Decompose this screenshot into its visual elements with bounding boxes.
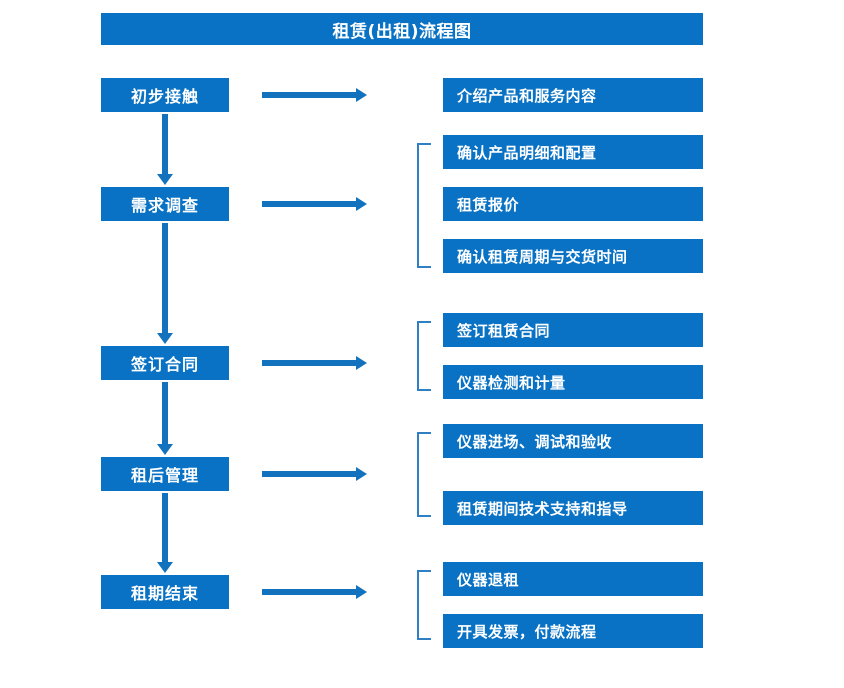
group-bracket-3 [417, 321, 431, 391]
detail-box-5-1[interactable]: 仪器退租 [443, 562, 703, 596]
detail-box-2-3[interactable]: 确认租赁周期与交货时间 [443, 239, 703, 273]
arrow-head [356, 467, 367, 481]
detail-box-4-1[interactable]: 仪器进场、调试和验收 [443, 424, 703, 458]
arrow-head [157, 562, 173, 573]
arrow-head [157, 174, 173, 185]
stage-box-3[interactable]: 签订合同 [101, 346, 229, 380]
arrow-shaft [262, 471, 356, 477]
arrow-shaft [262, 360, 356, 366]
horizontal-arrow-4 [262, 467, 367, 481]
detail-box-5-2[interactable]: 开具发票，付款流程 [443, 614, 703, 648]
vertical-arrow-4 [157, 493, 173, 573]
stage-box-4[interactable]: 租后管理 [101, 457, 229, 491]
horizontal-arrow-1 [262, 88, 367, 102]
horizontal-arrow-3 [262, 356, 367, 370]
arrow-shaft [262, 92, 356, 98]
vertical-arrow-3 [157, 382, 173, 455]
group-bracket-2 [417, 143, 431, 268]
detail-box-2-2[interactable]: 租赁报价 [443, 187, 703, 221]
vertical-arrow-1 [157, 114, 173, 185]
detail-box-3-1[interactable]: 签订租赁合同 [443, 313, 703, 347]
stage-box-5[interactable]: 租期结束 [101, 575, 229, 609]
vertical-arrow-2 [157, 223, 173, 344]
detail-box-4-2[interactable]: 租赁期间技术支持和指导 [443, 491, 703, 525]
arrow-shaft [262, 589, 356, 595]
diagram-title: 租赁(出租)流程图 [101, 13, 703, 45]
arrow-head [157, 444, 173, 455]
horizontal-arrow-5 [262, 585, 367, 599]
arrow-shaft [162, 382, 168, 444]
arrow-shaft [162, 223, 168, 333]
horizontal-arrow-2 [262, 197, 367, 211]
arrow-shaft [262, 201, 356, 207]
group-bracket-5 [417, 570, 431, 640]
arrow-shaft [162, 114, 168, 174]
arrow-shaft [162, 493, 168, 562]
arrow-head [356, 197, 367, 211]
stage-box-2[interactable]: 需求调查 [101, 187, 229, 221]
group-bracket-4 [417, 432, 431, 517]
detail-box-2-1[interactable]: 确认产品明细和配置 [443, 135, 703, 169]
arrow-head [356, 88, 367, 102]
arrow-head [157, 333, 173, 344]
arrow-head [356, 585, 367, 599]
stage-box-1[interactable]: 初步接触 [101, 78, 229, 112]
arrow-head [356, 356, 367, 370]
detail-box-3-2[interactable]: 仪器检测和计量 [443, 365, 703, 399]
detail-box-1-1[interactable]: 介绍产品和服务内容 [443, 78, 703, 112]
